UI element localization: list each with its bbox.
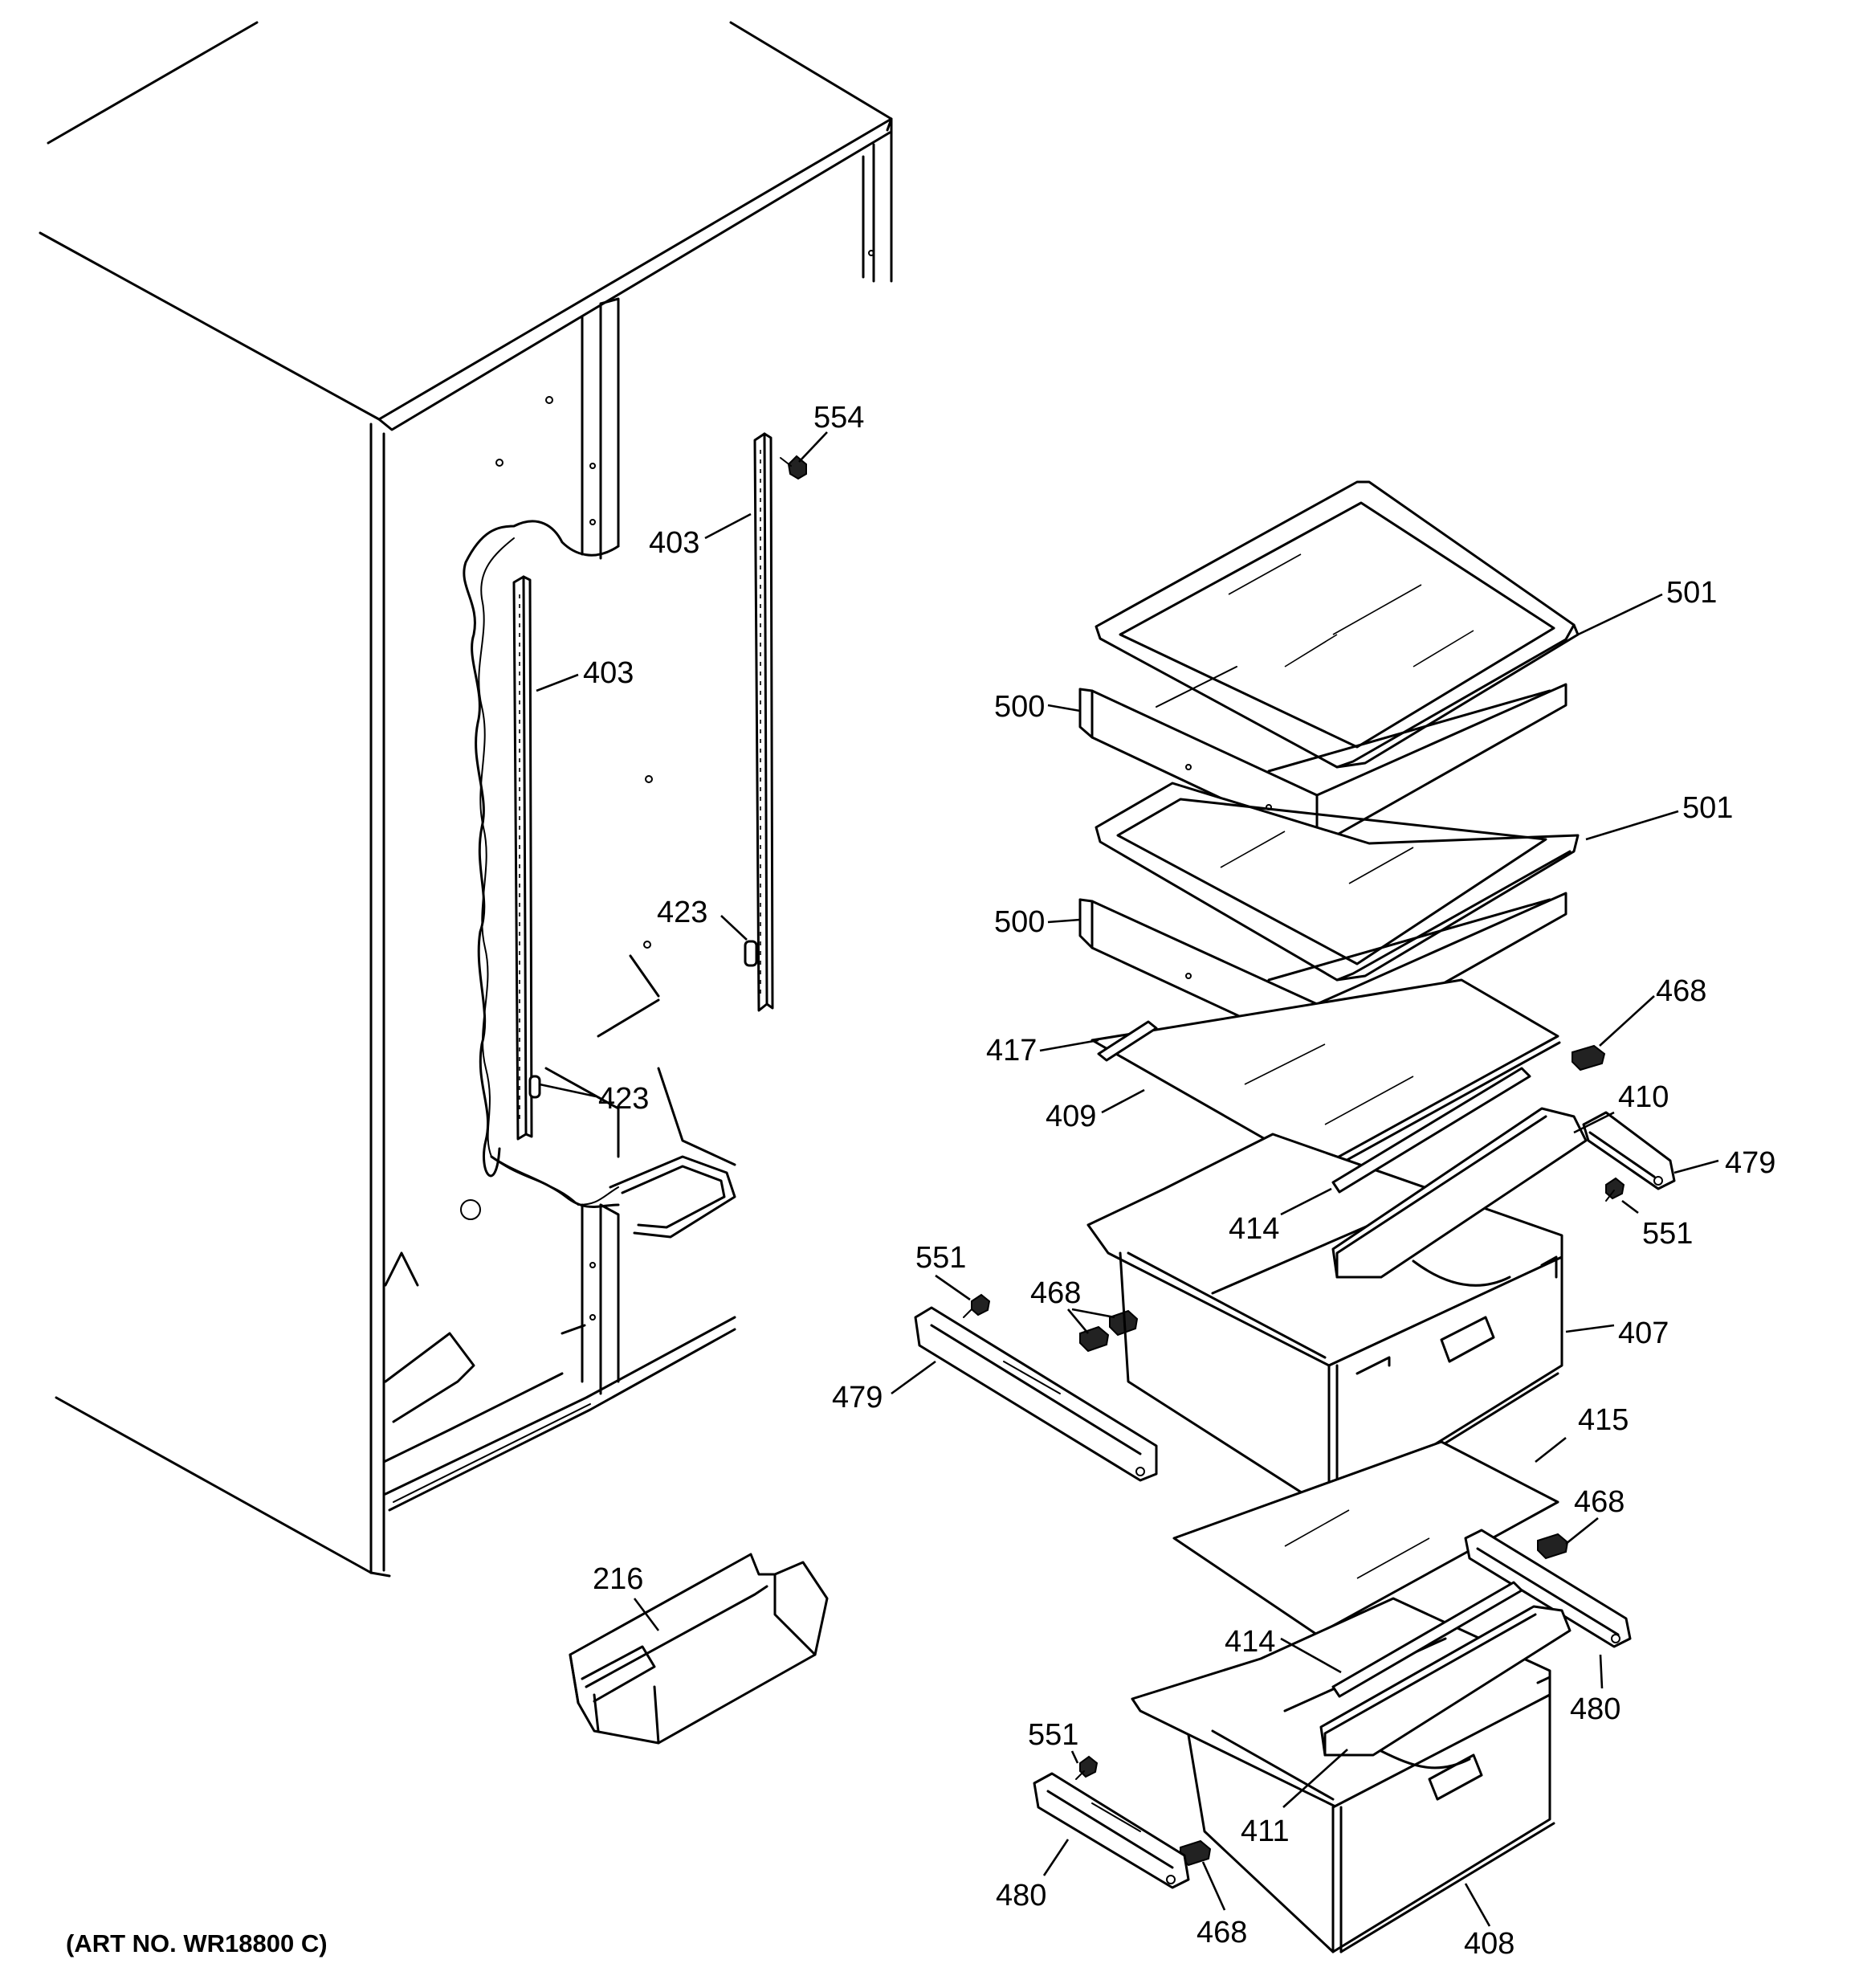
callout-410: 410 xyxy=(1618,1080,1669,1114)
callout-423-rear: 423 xyxy=(657,896,707,929)
screw-551-bottom xyxy=(1075,1755,1099,1780)
screw-554 xyxy=(780,455,807,480)
callout-479-left: 479 xyxy=(832,1381,883,1414)
rail-414-lower xyxy=(1331,1581,1523,1698)
callout-408: 408 xyxy=(1464,1927,1514,1961)
support-423-left xyxy=(528,1075,541,1099)
callout-468-middle: 468 xyxy=(1030,1276,1081,1310)
callout-468-lower: 468 xyxy=(1574,1485,1625,1519)
callout-403-rear: 403 xyxy=(649,526,699,560)
callout-417: 417 xyxy=(986,1034,1037,1067)
rail-414-upper xyxy=(1331,1067,1531,1194)
slide-480-right xyxy=(1464,1529,1632,1648)
callout-468-bottom: 468 xyxy=(1196,1916,1247,1949)
callout-414-upper: 414 xyxy=(1229,1212,1279,1246)
slide-479-right xyxy=(1582,1111,1676,1190)
crisper-cover-411 xyxy=(1319,1605,1572,1770)
callout-551-right: 551 xyxy=(1642,1217,1693,1251)
callout-423-left: 423 xyxy=(598,1082,649,1116)
glass-shelf-501-lower xyxy=(1095,782,1580,982)
slide-479-left xyxy=(914,1306,1158,1482)
callout-500-upper: 500 xyxy=(994,690,1045,724)
clip-468-upper-right xyxy=(1572,1044,1606,1072)
glass-shelf-501-upper xyxy=(1095,480,1580,769)
crisper-cover-410 xyxy=(1331,1107,1588,1287)
leader-lines xyxy=(536,431,1719,1927)
callout-480-right: 480 xyxy=(1570,1692,1620,1726)
support-423-rear xyxy=(744,940,758,967)
callout-409: 409 xyxy=(1046,1100,1096,1133)
callout-551-middle: 551 xyxy=(915,1241,966,1275)
callout-479-right: 479 xyxy=(1725,1146,1775,1180)
slide-480-left xyxy=(1033,1772,1190,1889)
callout-415: 415 xyxy=(1578,1403,1629,1437)
screw-551-right xyxy=(1605,1177,1625,1202)
shelf-ladder-left xyxy=(512,575,533,1141)
callout-500-lower: 500 xyxy=(994,905,1045,939)
callout-labels: 554 403 403 423 423 501 501 500 500 468 … xyxy=(583,401,1775,1961)
callout-501-lower: 501 xyxy=(1682,791,1733,825)
callout-501-upper: 501 xyxy=(1666,576,1717,610)
art-number: (ART NO. WR18800 C) xyxy=(66,1929,328,1957)
callout-216: 216 xyxy=(593,1562,643,1596)
callout-403-left: 403 xyxy=(583,656,634,690)
clip-468-lower-right xyxy=(1537,1533,1569,1560)
refrigerator-cabinet xyxy=(39,21,893,1578)
door-bin-216 xyxy=(569,1553,829,1745)
callout-554: 554 xyxy=(813,401,864,435)
callout-407: 407 xyxy=(1618,1316,1669,1350)
callout-414-lower: 414 xyxy=(1225,1625,1275,1659)
callout-468-upper: 468 xyxy=(1656,974,1706,1008)
screw-551-middle xyxy=(963,1293,991,1318)
callout-480-left: 480 xyxy=(996,1879,1046,1912)
retainer-417 xyxy=(1097,1020,1158,1062)
glass-cover-415 xyxy=(1172,1440,1559,1636)
shelf-ladder-rear xyxy=(753,432,774,1012)
callout-411: 411 xyxy=(1241,1815,1290,1848)
callout-551-bottom: 551 xyxy=(1028,1718,1078,1752)
